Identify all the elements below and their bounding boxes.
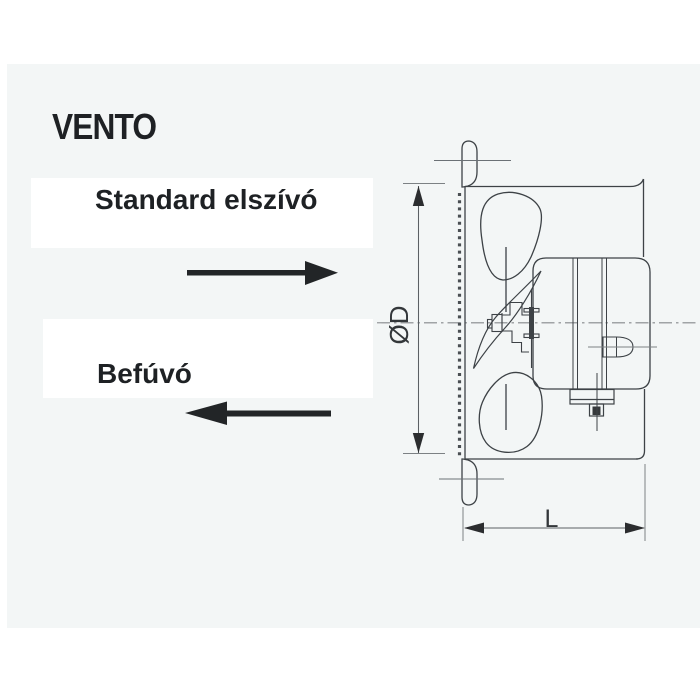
fan-hub <box>486 289 540 368</box>
supply-mode-label: Befúvó <box>97 358 192 389</box>
flange-fin-bottom <box>461 458 478 506</box>
exhaust-mode-label: Standard elszívó <box>95 184 318 215</box>
fan-blade-upper <box>480 191 543 312</box>
brand-title: VENTO <box>52 106 157 147</box>
duct-housing <box>465 178 646 460</box>
supply-label-band: Befúvó <box>43 319 373 398</box>
flow-left-arrow-icon <box>185 401 331 425</box>
fan-blade-profile <box>472 270 542 369</box>
exhaust-label-band: Standard elszívó <box>31 178 373 248</box>
flow-right-arrow-icon <box>187 261 338 285</box>
flange-fin-top <box>461 140 478 188</box>
diameter-label: ØD <box>384 306 414 345</box>
terminal-box <box>569 373 615 431</box>
motor-body <box>532 257 657 390</box>
fan-blade-lower <box>478 371 543 453</box>
length-dimension: L <box>462 464 646 541</box>
diameter-dimension: ØD <box>384 183 445 454</box>
flange-fin-ticks <box>434 160 511 480</box>
length-label: L <box>545 505 559 533</box>
